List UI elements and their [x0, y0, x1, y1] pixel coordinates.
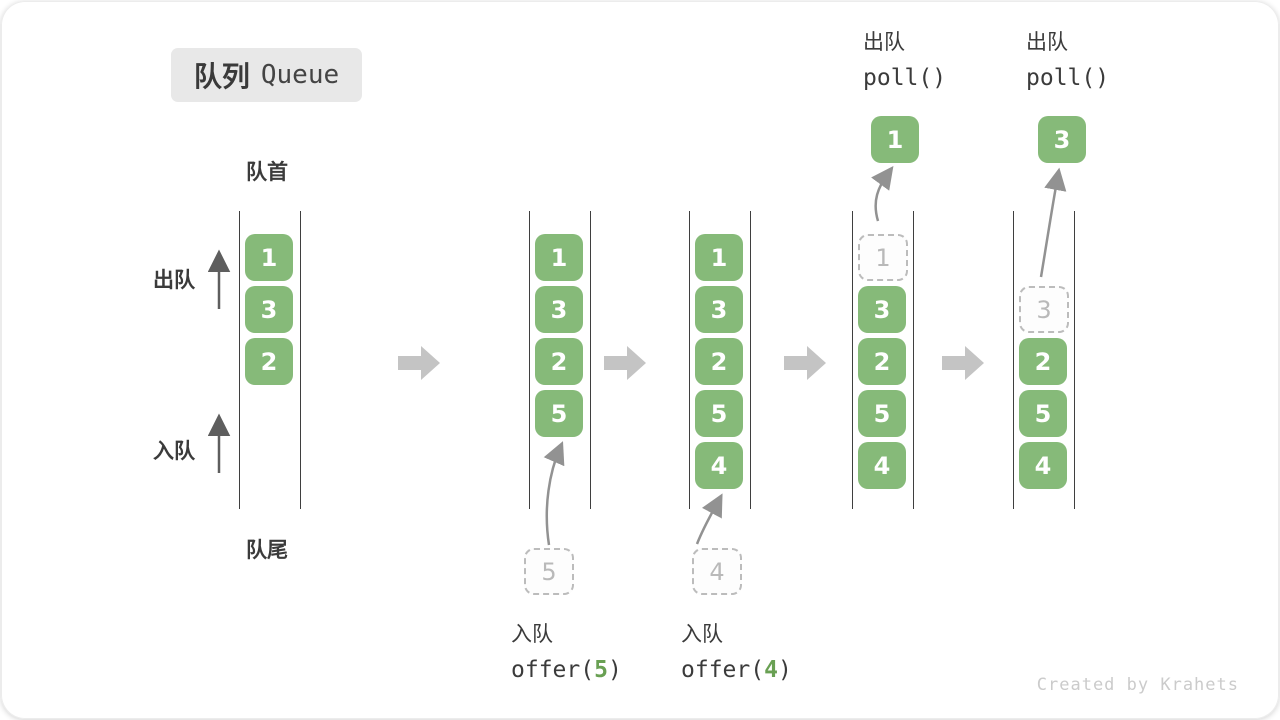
- polled-item: 3: [1038, 116, 1086, 163]
- queue-item: 3: [695, 286, 743, 333]
- caption-offer-5-fn: offer(5): [511, 655, 622, 685]
- caption-offer-4: 入队 offer(4): [681, 621, 792, 685]
- removed-slot-dashed: 1: [858, 234, 908, 281]
- removed-slot-dashed: 3: [1019, 286, 1069, 333]
- label-queue-front: 队首: [246, 160, 288, 184]
- state-transition-arrow-icon-4: [942, 346, 984, 380]
- label-dequeue: 出队: [153, 268, 195, 292]
- queue-item: 2: [245, 338, 293, 385]
- caption-offer-5: 入队 offer(5): [511, 621, 622, 685]
- queue-item: 4: [1019, 442, 1067, 489]
- caption-poll-2-fn: poll(): [1026, 65, 1110, 91]
- queue-item: 2: [1019, 338, 1067, 385]
- queue-item: 4: [858, 442, 906, 489]
- queue-item: 4: [695, 442, 743, 489]
- caption-offer-5-zh: 入队: [511, 622, 553, 646]
- caption-poll-2: 出队 poll(): [1026, 29, 1109, 93]
- queue-rails-state-2: [529, 211, 591, 509]
- queue-item: 5: [695, 390, 743, 437]
- queue-item: 1: [245, 234, 293, 281]
- queue-item: 1: [695, 234, 743, 281]
- label-enqueue: 入队: [153, 439, 195, 463]
- state-transition-arrow-icon-3: [784, 346, 826, 380]
- label-queue-rear: 队尾: [246, 538, 288, 562]
- caption-poll-1-fn: poll(): [863, 65, 947, 91]
- queue-item: 2: [535, 338, 583, 385]
- caption-poll-2-zh: 出队: [1026, 30, 1068, 54]
- incoming-item-dashed: 5: [524, 548, 574, 595]
- fn-arg: 5: [594, 657, 608, 683]
- fn-close: ): [777, 657, 792, 683]
- fn-open: offer(: [681, 657, 765, 683]
- fn-arg: 4: [764, 657, 778, 683]
- state-transition-arrow-icon-1: [398, 346, 440, 380]
- incoming-item-dashed: 4: [692, 548, 742, 595]
- caption-offer-4-zh: 入队: [681, 622, 723, 646]
- caption-poll-1-zh: 出队: [863, 30, 905, 54]
- queue-item: 1: [535, 234, 583, 281]
- queue-item: 2: [858, 338, 906, 385]
- queue-rails-state-5: [1013, 211, 1075, 509]
- caption-offer-4-fn: offer(4): [681, 655, 792, 685]
- fn-close: ): [607, 657, 622, 683]
- title-box: 队列 Queue: [171, 48, 362, 102]
- polled-item: 1: [871, 116, 919, 163]
- queue-item: 2: [695, 338, 743, 385]
- queue-rails-state-3: [689, 211, 751, 509]
- queue-item: 5: [1019, 390, 1067, 437]
- fn-open: offer(: [511, 657, 595, 683]
- caption-poll-1: 出队 poll(): [863, 29, 946, 93]
- queue-item: 5: [858, 390, 906, 437]
- queue-item: 5: [535, 390, 583, 437]
- state-transition-arrow-icon-2: [604, 346, 646, 380]
- queue-item: 3: [245, 286, 293, 333]
- title-zh: 队列: [193, 60, 250, 93]
- queue-item: 3: [535, 286, 583, 333]
- queue-rails-state-4: [852, 211, 914, 509]
- queue-rails-state-1: [239, 211, 301, 509]
- title-en: Queue: [260, 60, 340, 90]
- watermark-credit: Created by Krahets: [1036, 675, 1239, 695]
- queue-item: 3: [858, 286, 906, 333]
